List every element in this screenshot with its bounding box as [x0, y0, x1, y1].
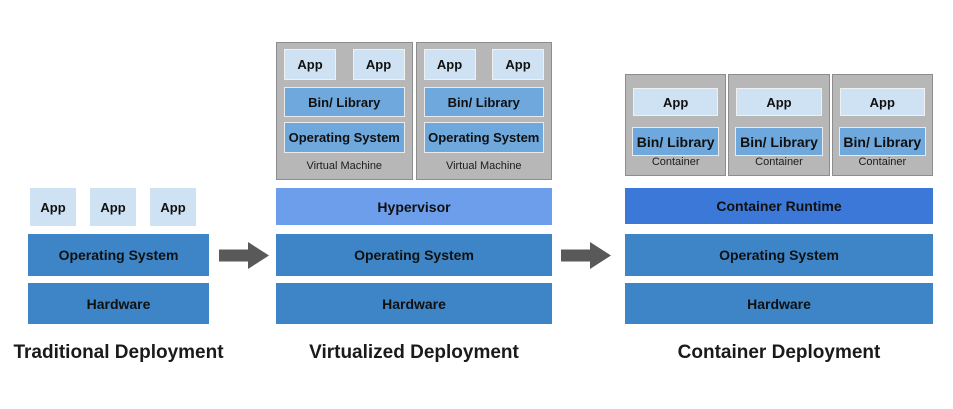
container-box: App Bin/ Library Container: [728, 74, 830, 176]
container-runtime-layer: Container Runtime: [625, 188, 933, 224]
app-box: App: [736, 88, 822, 116]
vm-app-row: App App: [284, 49, 405, 80]
app-box: App: [150, 188, 196, 226]
container-deployment-column: App Bin/ Library Container App Bin/ Libr…: [625, 0, 933, 409]
hardware-layer: Hardware: [625, 283, 933, 324]
container-label: Container: [755, 156, 803, 168]
virtualized-deployment-column: App App Bin/ Library Operating System Vi…: [276, 0, 552, 409]
app-box: App: [30, 188, 76, 226]
operating-system-layer: Operating System: [276, 234, 552, 276]
operating-system-layer: Operating System: [28, 234, 209, 276]
bin-library-layer: Bin/ Library: [632, 127, 720, 156]
traditional-deployment-title: Traditional Deployment: [13, 342, 224, 363]
virtual-machine-row: App App Bin/ Library Operating System Vi…: [276, 42, 552, 180]
traditional-app-row: App App App: [30, 188, 196, 226]
app-box: App: [284, 49, 336, 80]
bin-library-layer: Bin/ Library: [284, 87, 405, 117]
container-row: App Bin/ Library Container App Bin/ Libr…: [625, 74, 933, 176]
container-deployment-title: Container Deployment: [677, 342, 881, 363]
app-box: App: [352, 49, 405, 80]
bin-library-layer: Bin/ Library: [735, 127, 823, 156]
container-box: App Bin/ Library Container: [625, 74, 727, 176]
virtual-machine-label: Virtual Machine: [445, 160, 522, 172]
bin-library-layer: Bin/ Library: [838, 127, 926, 156]
hypervisor-layer: Hypervisor: [276, 188, 552, 225]
container-label: Container: [858, 156, 907, 168]
app-box: App: [492, 49, 544, 80]
vm-operating-system-layer: Operating System: [284, 122, 405, 153]
container-box: App Bin/ Library Container: [831, 74, 933, 176]
vm-app-row: App App: [423, 49, 544, 80]
container-label: Container: [651, 156, 700, 168]
bin-library-layer: Bin/ Library: [423, 87, 544, 117]
traditional-deployment-column: App App App Operating System Hardware Tr…: [13, 0, 224, 409]
app-box: App: [839, 88, 925, 116]
right-arrow-icon: [219, 242, 269, 269]
hardware-layer: Hardware: [28, 283, 209, 324]
virtual-machine-label: Virtual Machine: [306, 160, 383, 172]
vm-operating-system-layer: Operating System: [423, 122, 544, 153]
hardware-layer: Hardware: [276, 283, 552, 324]
virtual-machine-box: App App Bin/ Library Operating System Vi…: [415, 42, 552, 180]
virtual-machine-box: App App Bin/ Library Operating System Vi…: [276, 42, 413, 180]
operating-system-layer: Operating System: [625, 234, 933, 276]
app-box: App: [633, 88, 719, 116]
right-arrow-icon: [561, 242, 611, 269]
app-box: App: [90, 188, 136, 226]
virtualized-deployment-title: Virtualized Deployment: [309, 342, 519, 363]
app-box: App: [423, 49, 476, 80]
